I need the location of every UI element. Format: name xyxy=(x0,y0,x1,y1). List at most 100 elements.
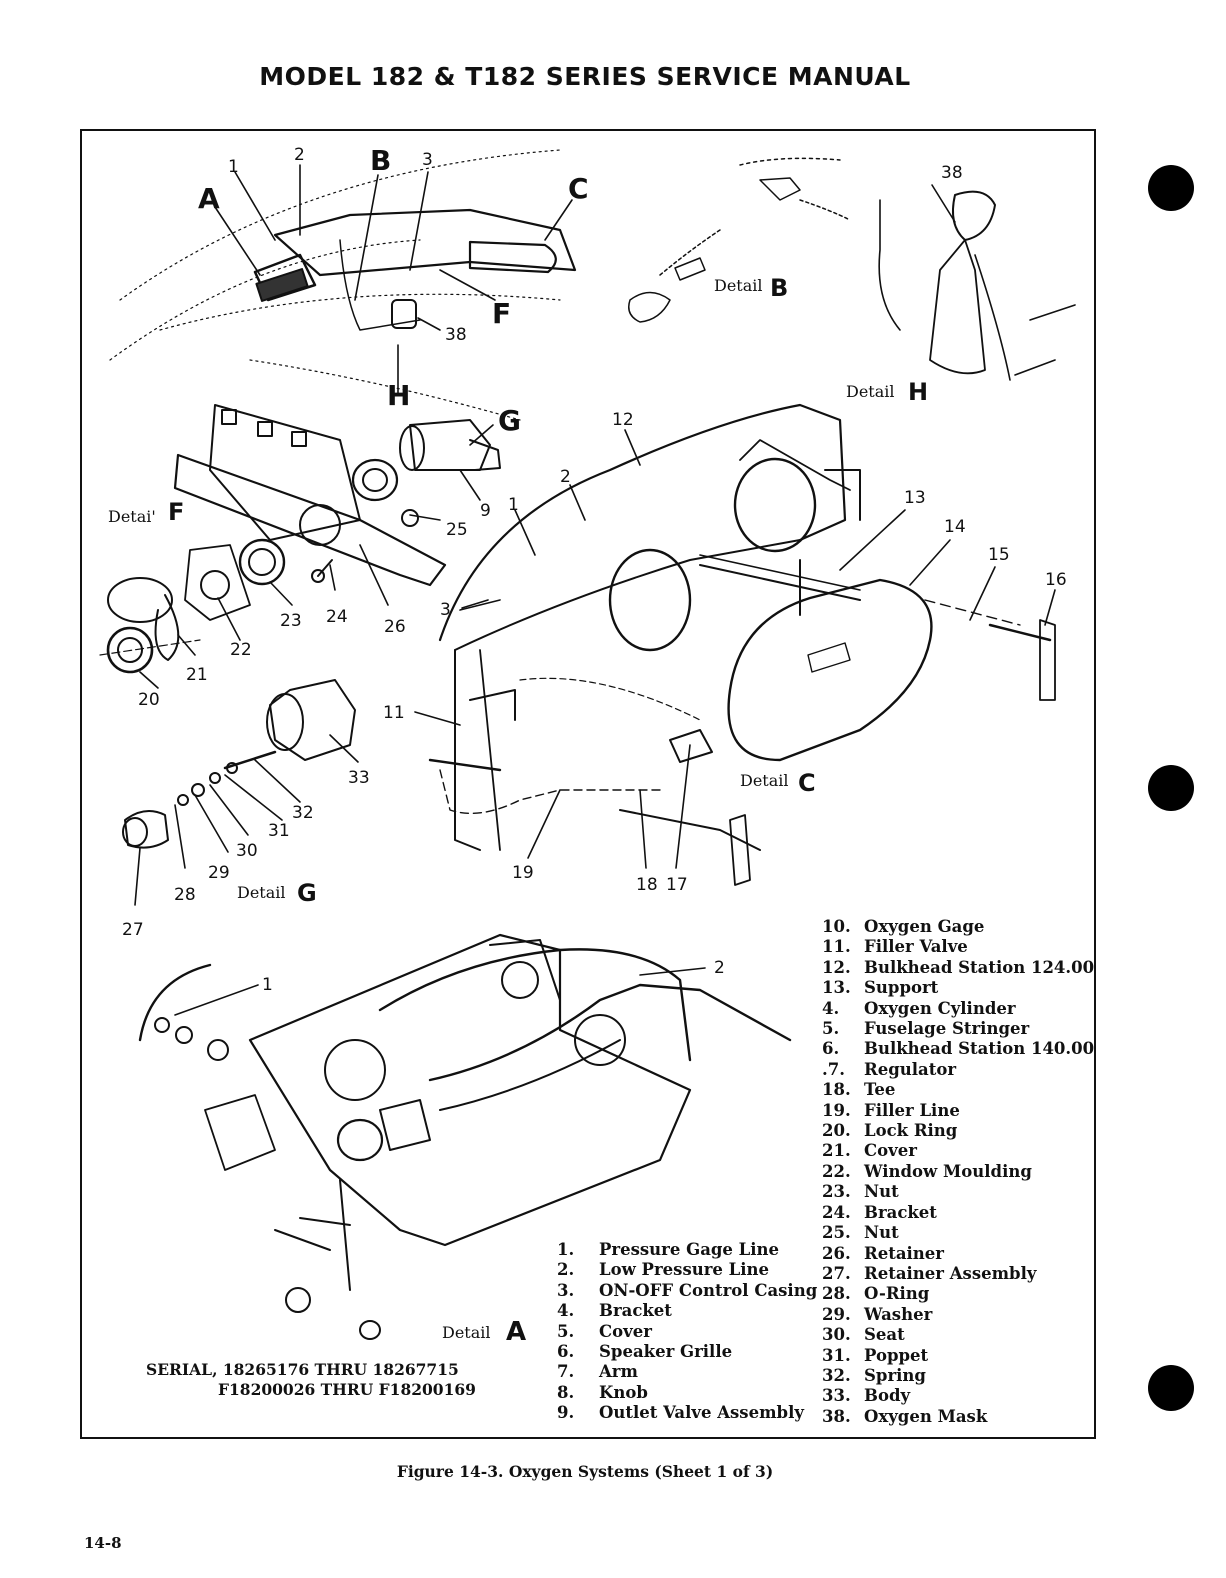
detail-h-word: Detail xyxy=(846,382,895,401)
letter-a-top: A xyxy=(198,182,220,215)
detail-g-outlet-valve xyxy=(122,419,501,849)
callout-19: 19 xyxy=(512,863,534,883)
legend-item: 8.Knob xyxy=(557,1382,648,1402)
callout-23: 23 xyxy=(280,611,302,631)
serial-range-note: SERIAL, 18265176 THRU 18267715 F18200026… xyxy=(146,1360,476,1400)
letter-b-top: B xyxy=(370,144,391,177)
callout-3-top: 3 xyxy=(422,150,433,170)
legend-item: 19.Filler Line xyxy=(822,1100,960,1120)
serial-line-1: SERIAL, 18265176 THRU 18267715 xyxy=(146,1360,459,1379)
legend-item: 20.Lock Ring xyxy=(822,1121,958,1141)
callout-22: 22 xyxy=(230,640,252,660)
legend-item: 26.Retainer xyxy=(822,1243,944,1263)
legend-item: 12.Bulkhead Station 124.00 xyxy=(822,957,1095,977)
callout-14: 14 xyxy=(944,517,966,537)
callout-12: 12 xyxy=(612,410,634,430)
callout-30: 30 xyxy=(236,841,258,861)
callout-17: 17 xyxy=(666,875,688,895)
legend-item: 29.Washer xyxy=(822,1304,933,1324)
detail-c-word: Detail xyxy=(740,771,789,790)
callout-31: 31 xyxy=(268,821,290,841)
callout-15: 15 xyxy=(988,545,1010,565)
main-bulkhead-cylinder-assembly xyxy=(428,403,1056,886)
letter-h-top: H xyxy=(387,379,410,412)
callout-29: 29 xyxy=(208,863,230,883)
detail-b-word: Detail xyxy=(714,276,763,295)
detail-b-letter: B xyxy=(770,274,788,302)
legend-item: 28.O-Ring xyxy=(822,1284,930,1304)
detail-g-letter: G xyxy=(297,879,317,907)
legend-item: 1.Pressure Gage Line xyxy=(557,1240,780,1259)
legend-item: 9.Outlet Valve Assembly xyxy=(557,1403,804,1423)
legend-item: 7.Arm xyxy=(557,1362,638,1382)
legend-item: 4.Oxygen Cylinder xyxy=(822,998,1016,1018)
detail-b-illustration xyxy=(628,157,851,323)
detail-h-oxygen-mask xyxy=(878,190,1076,381)
detail-g-word: Detail xyxy=(237,883,286,902)
callout-38-detail-h: 38 xyxy=(941,163,963,183)
legend-item: 5.Cover xyxy=(557,1321,652,1341)
legend-item: 21.Cover xyxy=(822,1141,917,1161)
binder-hole-top xyxy=(1148,165,1194,211)
figure-caption: Figure 14-3. Oxygen Systems (Sheet 1 of … xyxy=(396,1462,774,1481)
detail-a-lower-assembly xyxy=(138,933,792,1340)
callout-3-main: 3 xyxy=(440,600,451,620)
callout-18: 18 xyxy=(636,875,658,895)
detail-a-letter: A xyxy=(506,1317,526,1347)
legend-item: 6.Speaker Grille xyxy=(557,1342,733,1362)
callout-1-main: 1 xyxy=(508,495,519,515)
callout-2-top: 2 xyxy=(294,145,305,165)
legend-item: 24.Bracket xyxy=(822,1202,937,1222)
detail-c-letter: C xyxy=(798,769,816,797)
detail-f-word: Detai' xyxy=(108,507,156,526)
callout-26: 26 xyxy=(384,617,406,637)
callout-11: 11 xyxy=(383,703,405,723)
callout-28: 28 xyxy=(174,885,196,905)
overview-cabin-roof xyxy=(109,149,577,421)
legend-item: 33.Body xyxy=(822,1386,911,1406)
legend-item: 6.Bulkhead Station 140.00 xyxy=(822,1039,1095,1059)
letter-f-top: F xyxy=(492,297,511,330)
parts-legend-left: 1.Pressure Gage Line 2.Low Pressure Line… xyxy=(557,1240,817,1424)
callout-leader-lines xyxy=(134,164,1056,1016)
legend-item: 4.Bracket xyxy=(557,1301,672,1321)
legend-item: 32.Spring xyxy=(822,1365,926,1385)
legend-item: 27.Retainer Assembly xyxy=(822,1263,1037,1283)
legend-item: 18.Tee xyxy=(822,1080,896,1100)
legend-item: .7.Regulator xyxy=(822,1059,957,1079)
page-number: 14-8 xyxy=(84,1534,122,1552)
legend-item: 3.ON-OFF Control Casing xyxy=(557,1280,818,1300)
detail-h-letter: H xyxy=(908,378,928,406)
detail-f-window-assembly xyxy=(99,404,447,674)
callout-2-detail-a: 2 xyxy=(714,958,725,978)
callout-25: 25 xyxy=(446,520,468,540)
legend-item: 13.Support xyxy=(822,978,939,998)
parts-legend-right: 10.Oxygen Gage 11.Filler Valve 12.Bulkhe… xyxy=(822,917,1094,1427)
legend-item: 23.Nut xyxy=(822,1182,899,1202)
callout-27: 27 xyxy=(122,920,144,940)
detail-a-word: Detail xyxy=(442,1323,491,1342)
legend-item: 25.Nut xyxy=(822,1223,899,1243)
legend-item: 22.Window Moulding xyxy=(822,1161,1032,1181)
callout-9: 9 xyxy=(480,501,491,521)
callout-13: 13 xyxy=(904,488,926,508)
legend-item: 10.Oxygen Gage xyxy=(822,917,985,936)
legend-item: 5.Fuselage Stringer xyxy=(822,1019,1030,1039)
legend-item: 31.Poppet xyxy=(822,1345,929,1365)
callout-2-main: 2 xyxy=(560,467,571,487)
callout-20: 20 xyxy=(138,690,160,710)
callout-33: 33 xyxy=(348,768,370,788)
legend-item: 30.Seat xyxy=(822,1325,905,1345)
page-header-title: MODEL 182 & T182 SERIES SERVICE MANUAL xyxy=(259,62,911,91)
callout-1-top: 1 xyxy=(228,157,239,177)
detail-f-letter: F xyxy=(168,498,184,526)
legend-item: 38.Oxygen Mask xyxy=(822,1406,988,1426)
legend-item: 11.Filler Valve xyxy=(822,937,968,957)
letter-g-top: G xyxy=(498,404,521,437)
binder-hole-bottom xyxy=(1148,1365,1194,1411)
callout-38-top: 38 xyxy=(445,325,467,345)
callout-1-detail-a: 1 xyxy=(262,975,273,995)
letter-c-top: C xyxy=(568,172,589,205)
callout-32: 32 xyxy=(292,803,314,823)
